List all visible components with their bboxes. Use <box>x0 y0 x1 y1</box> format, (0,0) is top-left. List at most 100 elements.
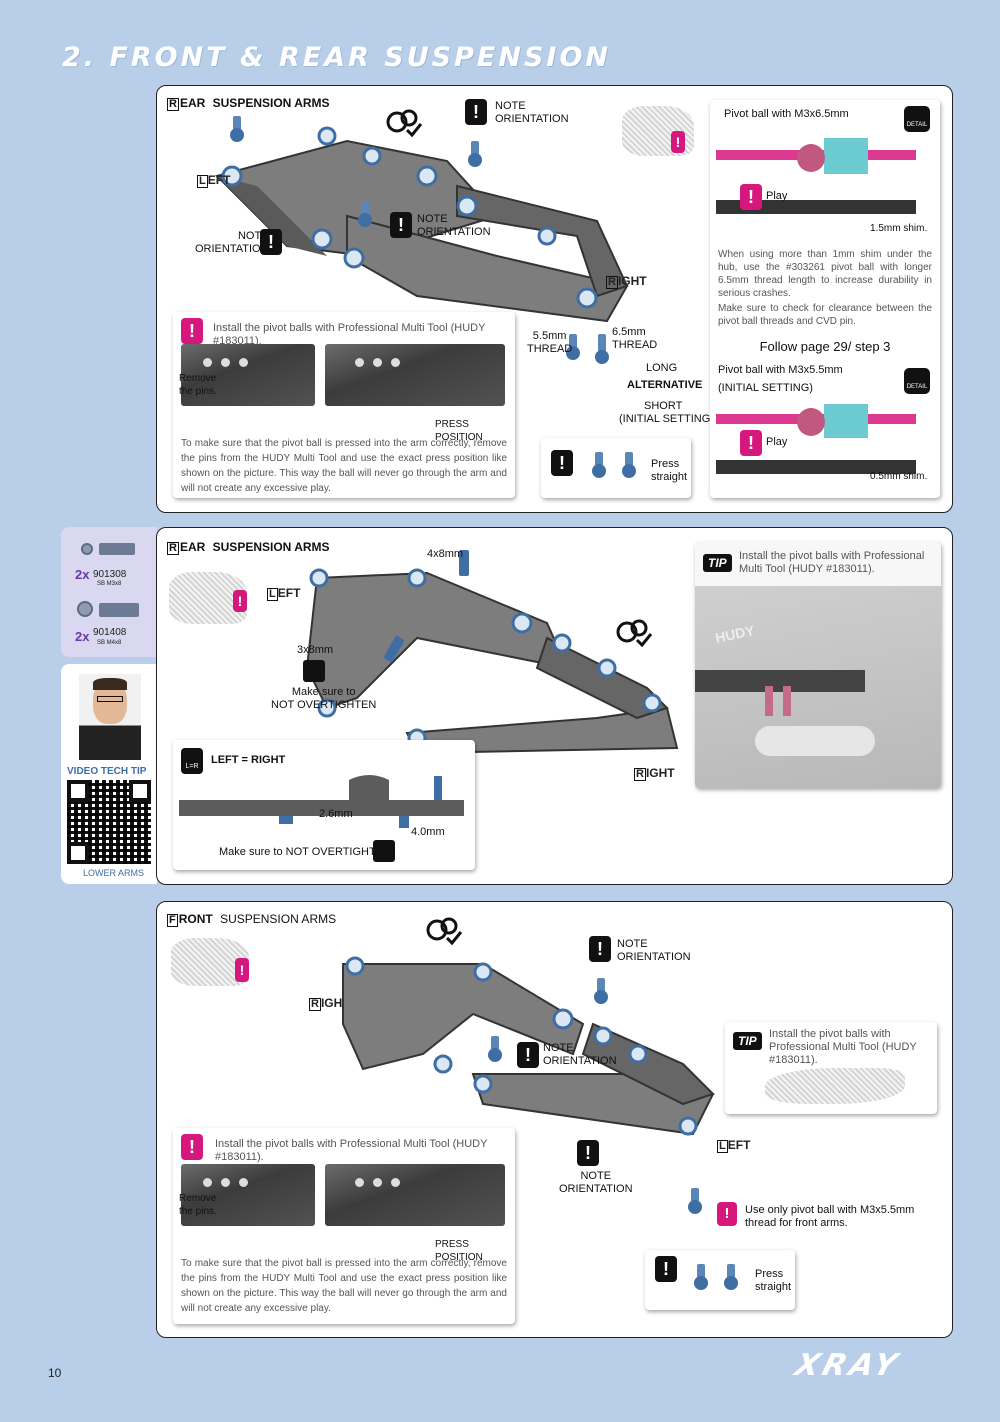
overtighten-label: Make sure to NOT OVERTIGHTEN <box>271 686 377 711</box>
note-orientation: NOTE ORIENTATION <box>195 230 269 255</box>
press-straight-label: Press straight <box>651 458 688 483</box>
warning-icon: ! <box>465 99 487 125</box>
video-tip-box[interactable]: VIDEO TECH TIP LOWER ARMS <box>61 664 157 884</box>
rear-arms-illustration <box>215 126 629 323</box>
screw-head-icon <box>77 601 93 617</box>
warning-icon: ! <box>655 1256 677 1282</box>
shim-label-2: 0.5mm shim. <box>870 471 928 482</box>
check-gear-icon <box>616 619 653 648</box>
screw-4x8 <box>459 550 469 576</box>
part-qty: 2x <box>75 629 90 644</box>
qr-code[interactable] <box>67 780 151 864</box>
tip-card: TIP Install the pivot balls with Profess… <box>725 1022 937 1114</box>
left-right-icon: L=R <box>181 748 203 774</box>
detail-text-1: When using more than 1mm shim under the … <box>718 249 932 299</box>
tool-photo-right <box>325 344 505 406</box>
warning-icon: ! <box>517 1042 539 1068</box>
install-card: ! Install the pivot balls with Professio… <box>173 1128 515 1324</box>
note-orientation: NOTE ORIENTATION <box>417 213 491 238</box>
play-label: Play <box>766 190 788 202</box>
alternative-label: ALTERNATIVE <box>627 379 703 391</box>
left-right-label: LEFT = RIGHT <box>211 754 286 766</box>
part-qty: 2x <box>75 567 90 582</box>
warning-icon: ! <box>390 212 412 238</box>
thread-55-label: 5.5mm THREAD <box>527 330 573 355</box>
detail-icon: DETAIL <box>904 368 930 394</box>
part-code: 901408 <box>93 627 127 638</box>
lower-arms-label: LOWER ARMS <box>83 868 145 878</box>
tip-text: Install the pivot balls with Professiona… <box>739 550 925 575</box>
follow-label: Follow page 29/ step 3 <box>759 339 891 354</box>
parts-box: 2x 901308 SB M3x8 2x 901408 SB M4x8 <box>61 527 157 657</box>
pivot-ball-long <box>594 334 610 364</box>
page-number: 10 <box>48 1366 62 1380</box>
press-straight-card: ! Press straight <box>541 438 691 498</box>
detail-title: Pivot ball with M3x6.5mm <box>724 108 849 120</box>
dim-40-label: 4.0mm <box>411 826 445 838</box>
page-title: 2. FRONT & REAR SUSPENSION <box>62 42 611 73</box>
dim-26-label: 2.6mm <box>319 808 353 820</box>
tip-badge: TIP <box>733 1032 762 1050</box>
part-code: 901308 <box>93 569 127 580</box>
remove-pins-label: Remove the pins. <box>179 1193 217 1217</box>
size-4x8: 4x8mm <box>427 548 464 560</box>
pivot-ball <box>487 1036 503 1064</box>
shim-label: 1.5mm shim. <box>870 223 928 234</box>
warning-icon: ! <box>671 131 685 153</box>
warning-icon: ! <box>551 450 573 476</box>
install-body: To make sure that the pivot ball is pres… <box>181 1258 507 1314</box>
pivot-ball-right <box>723 1264 739 1292</box>
screw-shank-icon <box>99 543 135 555</box>
detail-icon: DETAIL <box>904 106 930 132</box>
warning-icon: ! <box>181 318 203 344</box>
initial-setting-label: (INITIAL SETTING) <box>619 413 714 425</box>
initial-setting-2: (INITIAL SETTING) <box>718 382 813 394</box>
tip-badge: TIP <box>703 554 732 572</box>
front-arms-illustration <box>342 956 715 1136</box>
overtighten-label-2: Make sure to NOT OVERTIGHTEN <box>219 846 391 858</box>
press-position-label: PRESS POSITION <box>435 419 483 443</box>
warning-icon: ! <box>717 1202 737 1226</box>
long-label: LONG <box>646 362 678 374</box>
size-3x8: 3x8mm <box>297 644 334 656</box>
use-only-label: Use only pivot ball with M3x5.5mm thread… <box>745 1204 915 1229</box>
pivot-ball-wrong <box>591 452 607 480</box>
note-orientation: NOTE ORIENTATION <box>617 938 691 963</box>
warning-icon: ! <box>260 229 282 255</box>
tip-text: Install the pivot balls with Professiona… <box>769 1028 917 1066</box>
remove-pins-label: Remove the pins. <box>179 373 217 397</box>
screw-head-icon <box>81 543 93 555</box>
pivot-ball <box>467 141 483 169</box>
check-gear-icon <box>386 109 423 138</box>
video-tip-label[interactable]: VIDEO TECH TIP <box>67 766 147 777</box>
warning-icon: ! <box>181 1134 203 1160</box>
part-desc: SB M4x8 <box>97 640 122 646</box>
warning-icon: ! <box>577 1140 599 1166</box>
install-note: Install the pivot balls with Professiona… <box>215 1138 488 1163</box>
left-right-card: L=R LEFT = RIGHT 2.6mm 4.0mm Make sure t… <box>173 740 475 870</box>
note-orientation: NOTE ORIENTATION <box>559 1170 633 1195</box>
tool-brand: HUDY <box>713 622 756 646</box>
tip-card: TIP Install the pivot balls with Profess… <box>695 542 941 788</box>
rear-arms-illustration-2 <box>305 568 679 755</box>
tool-photo-left <box>181 344 315 406</box>
arm-profile-illustration <box>179 775 464 828</box>
brand-logo: XRAY <box>791 1348 905 1383</box>
screw-type-icon <box>303 660 325 682</box>
tool-thumbnail <box>765 1068 905 1104</box>
detail-text-2: Make sure to check for clearance between… <box>718 303 932 327</box>
warning-icon: ! <box>740 430 762 456</box>
press-straight-card: ! Press straight <box>645 1250 795 1310</box>
note-orientation: NOTE ORIENTATION <box>543 1042 617 1067</box>
install-card: ! Install the pivot balls with Professio… <box>173 312 515 498</box>
note-orientation: NOTE ORIENTATION <box>495 100 569 125</box>
